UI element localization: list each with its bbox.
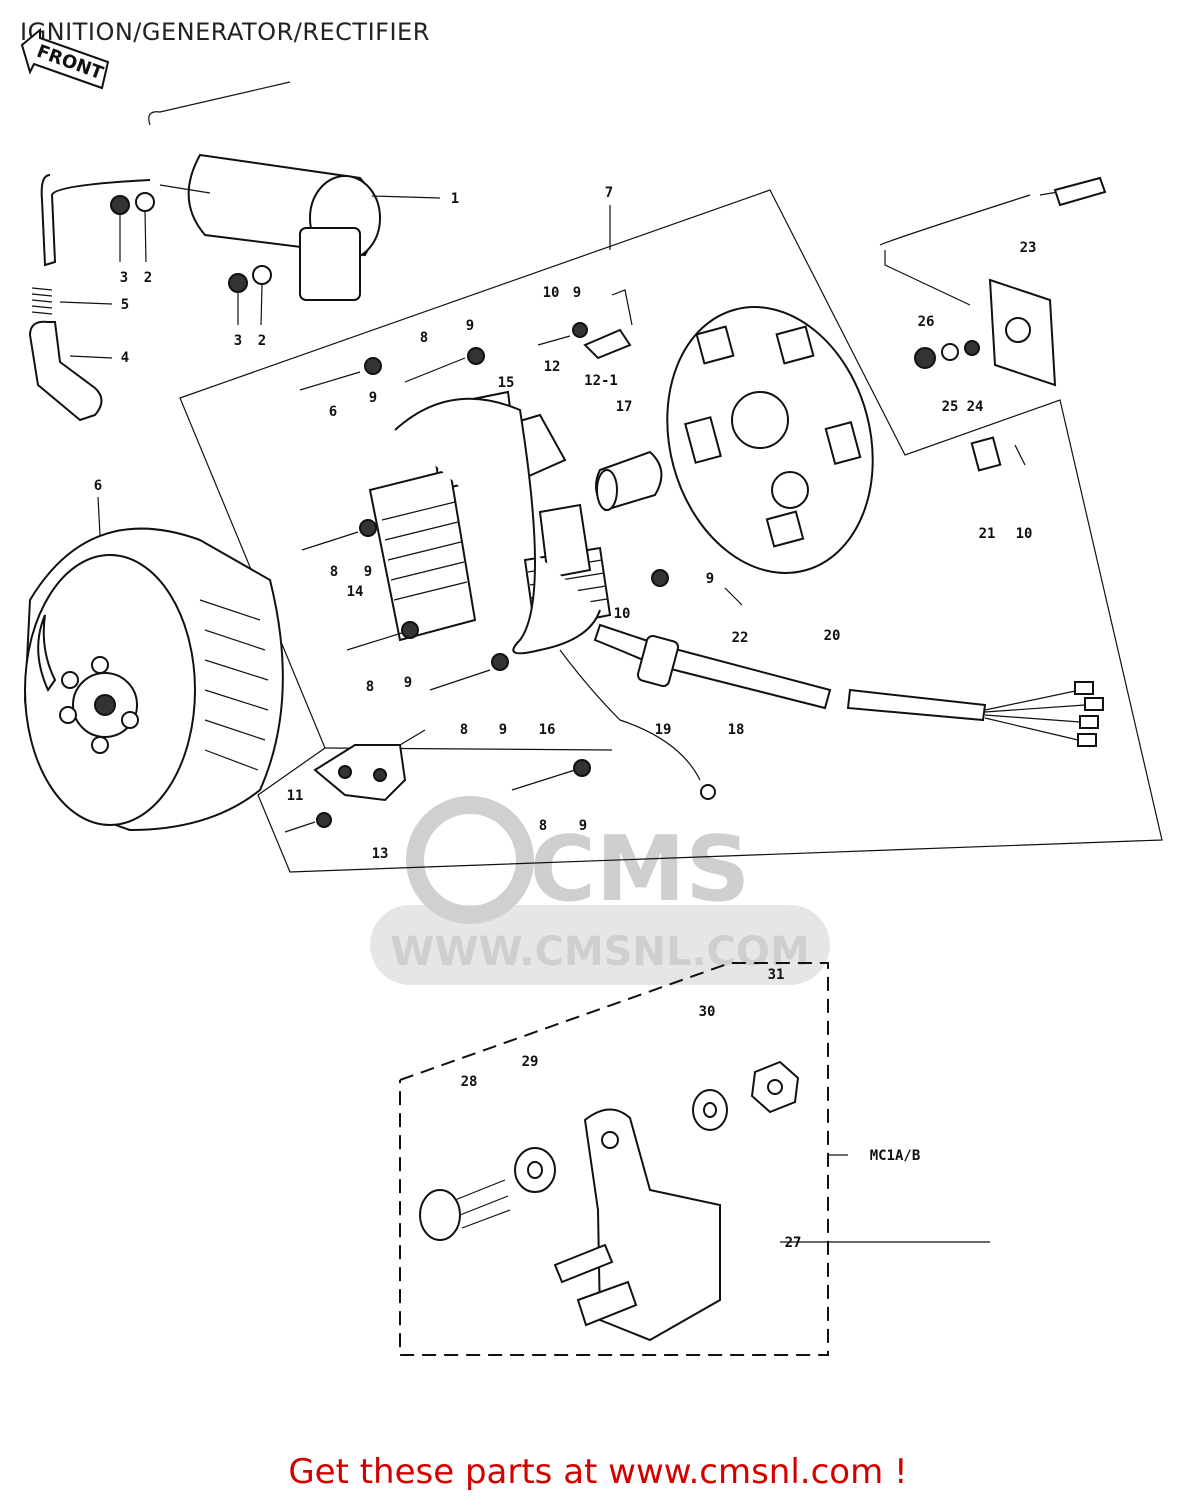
- callout-23: 23: [1020, 240, 1037, 256]
- watermark-site-text: WWW.CMSNL.COM: [390, 929, 810, 975]
- callout-leaders: [59, 195, 990, 1243]
- front-arrow: FRONT: [20, 27, 110, 90]
- callout-8: 8: [460, 722, 468, 738]
- callout-30: 30: [699, 1004, 716, 1020]
- spark-plug-spring: [31, 287, 53, 315]
- rectifier-bolt: [419, 1179, 511, 1241]
- stator-assembly-frame: [179, 189, 1163, 873]
- ground-wire: [559, 649, 716, 800]
- callout-22: 22: [732, 630, 749, 646]
- callout-11: 11: [287, 788, 304, 804]
- callout-8: 8: [420, 330, 428, 346]
- condenser: [595, 450, 663, 512]
- footer-parts-link[interactable]: Get these parts at www.cmsnl.com !: [288, 1452, 908, 1492]
- rectifier-lock-washer: [692, 1089, 728, 1131]
- stator-plate: [394, 397, 601, 655]
- callout-10: 10: [614, 606, 631, 622]
- callout-3: 3: [120, 270, 128, 286]
- callout-29: 29: [522, 1054, 539, 1070]
- callout-3: 3: [234, 333, 242, 349]
- watermark-logo-text: CMS: [530, 817, 750, 922]
- callout-8: 8: [539, 818, 547, 834]
- callout-14: 14: [347, 584, 364, 600]
- ignition-coil: [40, 81, 381, 301]
- callout-9: 9: [573, 285, 581, 301]
- terminal-nuts: [914, 340, 1002, 472]
- callout-9: 9: [404, 675, 412, 691]
- callout-2: 2: [258, 333, 266, 349]
- callout-9: 9: [499, 722, 507, 738]
- spark-plug-cap: [28, 320, 103, 422]
- callout-9: 9: [579, 818, 587, 834]
- callout-9: 9: [466, 318, 474, 334]
- callout-19: 19: [655, 722, 672, 738]
- model-bracket-label: MC1A/B: [870, 1148, 921, 1164]
- flywheel-rotor: [23, 527, 284, 832]
- callout-10: 10: [543, 285, 560, 301]
- breaker-felt: [583, 289, 633, 360]
- callout-7: 7: [605, 185, 613, 201]
- callout-26: 26: [918, 314, 935, 330]
- cms-watermark: WWW.CMSNL.COM CMS: [370, 796, 830, 985]
- callout-24: 24: [967, 399, 984, 415]
- callout-1: 1: [451, 191, 459, 207]
- callout-10: 10: [1016, 526, 1033, 542]
- stator-base-plate: [666, 306, 874, 574]
- callout-6: 6: [329, 404, 337, 420]
- callout-2: 2: [144, 270, 152, 286]
- rectifier: [553, 1108, 721, 1342]
- terminal-lead: [879, 176, 1107, 387]
- callout-9: 9: [706, 571, 714, 587]
- callout-12-1: 12-1: [584, 373, 618, 389]
- callout-15: 15: [498, 375, 515, 391]
- generator-coil-left: [368, 468, 477, 642]
- harness-grommet: [636, 634, 680, 688]
- callout-17: 17: [616, 399, 633, 415]
- callout-8: 8: [366, 679, 374, 695]
- callout-20: 20: [824, 628, 841, 644]
- stator-screws: [284, 335, 1026, 833]
- rectifier-dashed-frame: [399, 962, 829, 1356]
- callout-16: 16: [539, 722, 556, 738]
- stator-washers: [316, 322, 669, 828]
- callout-12: 12: [544, 359, 561, 375]
- callout-labels: 1 2 2 3 3 4 5 6 6 7 8 8 8 8 8 9 9 9 9 9 …: [94, 185, 1037, 1251]
- callout-9: 9: [369, 390, 377, 406]
- callout-25: 25: [942, 399, 959, 415]
- callout-18: 18: [728, 722, 745, 738]
- callout-21: 21: [979, 526, 996, 542]
- model-bracket: MC1A/B: [828, 1148, 920, 1164]
- callout-5: 5: [121, 297, 129, 313]
- callout-6: 6: [94, 478, 102, 494]
- callout-28: 28: [461, 1074, 478, 1090]
- rectifier-washer: [514, 1147, 556, 1193]
- rectifier-nut: [750, 1060, 800, 1114]
- diagram-title: IGNITION/GENERATOR/RECTIFIER: [20, 18, 430, 46]
- callout-31: 31: [768, 967, 785, 983]
- callout-8: 8: [330, 564, 338, 580]
- contact-breaker: [313, 729, 426, 802]
- callout-9: 9: [364, 564, 372, 580]
- callout-13: 13: [372, 846, 389, 862]
- callout-27: 27: [785, 1235, 802, 1251]
- callout-4: 4: [121, 350, 129, 366]
- coil-nut-washer: [110, 192, 272, 293]
